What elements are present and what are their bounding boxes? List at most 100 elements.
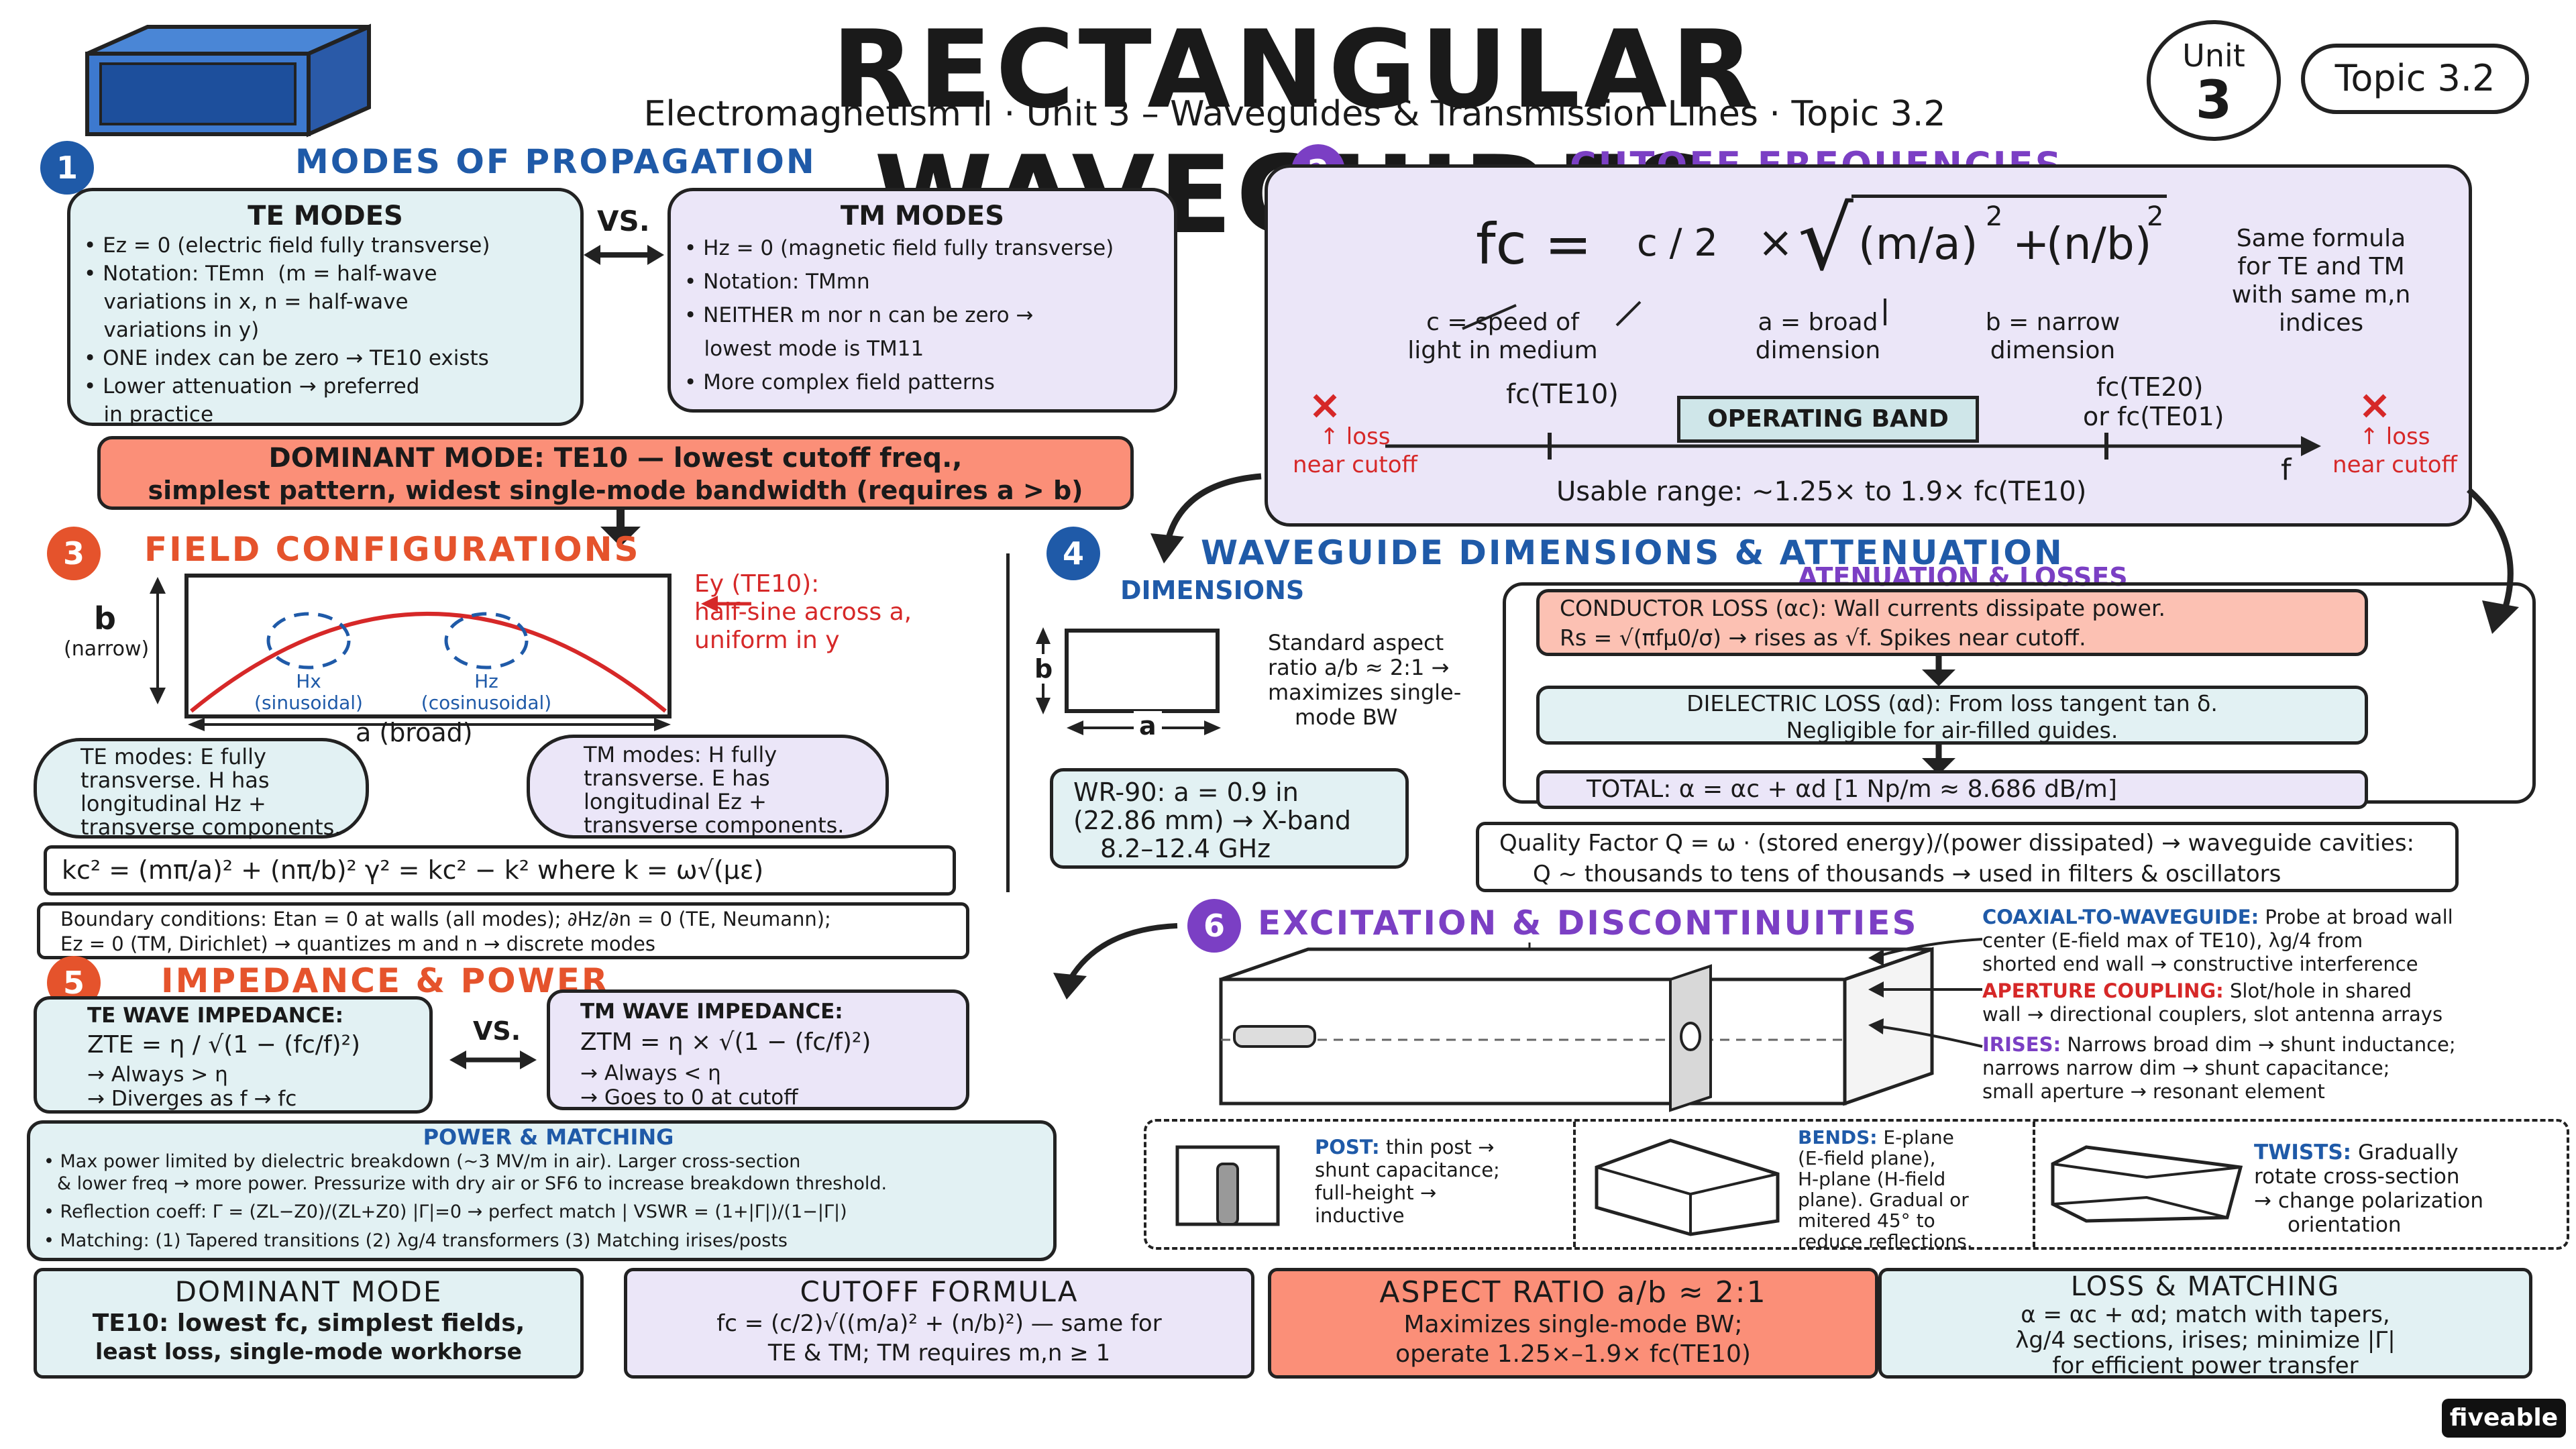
kc-equation-box: kc² = (mπ/a)² + (nπ/b)² γ² = kc² − k² wh… (44, 845, 956, 896)
dimensions-title: DIMENSIONS (1120, 576, 1305, 605)
pointer-arrows-icon (1865, 932, 1986, 1080)
pm-line-2: & lower freq → more power. Pressurize wi… (57, 1173, 888, 1194)
usable-range: Usable range: ~1.25× to 1.9× fc(TE10) (1556, 476, 2087, 507)
fc-te10-label: fc(TE10) (1506, 379, 1619, 410)
unit-label: Unit (2182, 38, 2245, 74)
summary-text-4c: for efficient power transfer (2052, 1352, 2359, 1379)
double-arrow-icon (584, 241, 664, 268)
tm-goes-zero: → Goes to 0 at cutoff (580, 1085, 798, 1110)
impedance-arrow-icon (449, 1046, 537, 1073)
divider-2 (2033, 1122, 2035, 1247)
summary-loss-matching: LOSS & MATCHING α = αc + αd; match with … (1878, 1268, 2532, 1379)
power-matching-box: POWER & MATCHING • Max power limited by … (27, 1120, 1057, 1261)
summary-text-4a: α = αc + αd; match with tapers, (2021, 1301, 2390, 1328)
formula-plus: + (2012, 218, 2050, 270)
aperture-note: APERTURE COUPLING: Slot/hole in shared w… (1982, 979, 2443, 1026)
section-4-title: WAVEGUIDE DIMENSIONS & ATTENUATION (1201, 533, 2064, 572)
tm-mode-item-1: • Notation: TMmn (684, 270, 870, 294)
section-1-number: 1 (40, 141, 94, 195)
summary-text-2a: fc = (c/2)√((m/a)² + (n/b)²) — same for (716, 1310, 1162, 1337)
irises-note: IRISES: Narrows broad dim → shunt induct… (1982, 1033, 2456, 1103)
curved-arrow-right-icon (2455, 483, 2542, 637)
dominant-line-2: simplest pattern, widest single-mode ban… (148, 476, 1083, 505)
dielectric-loss-box: DIELECTRIC LOSS (αd): From loss tangent … (1536, 686, 2368, 745)
section-5-title: IMPEDANCE & POWER (161, 961, 610, 1000)
te-impedance-box: TE WAVE IMPEDANCE: ZTE = η / √(1 − (fc/f… (34, 996, 433, 1114)
summary-title-1: DOMINANT MODE (174, 1275, 443, 1308)
post-note: POST: thin post → shunt capacitance;full… (1315, 1136, 1500, 1227)
te-modes-box: TE MODES • Ez = 0 (electric field fully … (67, 188, 584, 429)
summary-cutoff-formula: CUTOFF FORMULA fc = (c/2)√((m/a)² + (n/b… (624, 1268, 1254, 1379)
hx-label: Hx(sinusoidal) (254, 670, 363, 714)
te-diverges: → Diverges as f → fc (87, 1087, 297, 1111)
te-mode-item-2: variations in x, n = half-wave (84, 290, 409, 314)
te-modes-list: • Ez = 0 (electric field fully transvers… (84, 231, 567, 429)
f-axis-label: f (2281, 453, 2292, 487)
divider-1 (1573, 1122, 1576, 1247)
pm-line-1: • Max power limited by dielectric breakd… (44, 1151, 801, 1172)
te-mode-item-3: variations in y) (84, 318, 260, 342)
bend-note: BENDS: E-plane (E-field plane),H-plane (… (1798, 1126, 1973, 1252)
te-cloud-line-1: transverse. H has (80, 767, 270, 793)
summary-text-2b: TE & TM; TM requires m,n ≥ 1 (767, 1340, 1111, 1366)
te-always: → Always > η (87, 1063, 228, 1087)
tm-cloud-line-1: transverse. E has (584, 765, 770, 791)
waveguide-logo-icon (74, 20, 396, 148)
section-4-number: 4 (1046, 527, 1100, 580)
tm-always: → Always < η (580, 1061, 721, 1085)
dominant-line-1: DOMINANT MODE: TE10 — lowest cutoff freq… (268, 443, 963, 474)
down-arrow-icon (600, 510, 641, 547)
conductor-loss-box: CONDUCTOR LOSS (αc): Wall currents dissi… (1536, 589, 2368, 656)
section-3-title: FIELD CONFIGURATIONS (144, 530, 641, 569)
summary-title-2: CUTOFF FORMULA (800, 1275, 1079, 1308)
pm-line-3: • Reflection coeff: Γ = (ZL−Z0)/(ZL+Z0) … (44, 1201, 847, 1222)
attenuation-title: ATENUATION & LOSSES (1798, 562, 2128, 592)
ey-annotation: Ey (TE10):half-sine across a,uniform in … (694, 570, 912, 654)
tm-mode-item-3: lowest mode is TM11 (684, 337, 924, 361)
tm-modes-title: TM MODES (840, 201, 1005, 231)
fc-te20-label: fc(TE20)or fc(TE01) (2083, 372, 2224, 431)
vs-label: VS. (597, 205, 650, 237)
summary-title-4: LOSS & MATCHING (2070, 1271, 2341, 1302)
sqrt-icon: √ (1798, 188, 1854, 290)
bend-icon (1590, 1134, 1784, 1241)
formula-square-1: 2 (1986, 201, 2003, 232)
unit-badge: Unit 3 (2147, 20, 2281, 141)
quality-factor-box: Quality Factor Q = ω · (stored energy)/(… (1476, 822, 2459, 892)
formula-times: × (1758, 218, 1794, 268)
formula-m-over-a: (m/a) (1858, 218, 1978, 270)
b-sub: (narrow) (64, 637, 150, 661)
impedance-vs: VS. (473, 1016, 521, 1046)
arrow-down-2-icon (1922, 745, 1955, 775)
summary-text-3b: operate 1.25×–1.9× fc(TE10) (1395, 1340, 1751, 1368)
section-4-frame (1006, 553, 2536, 892)
dominant-mode-box: DOMINANT MODE: TE10 — lowest cutoff freq… (97, 436, 1134, 510)
summary-text-4b: λg/4 sections, irises; minimize |Γ| (2015, 1327, 2396, 1354)
section-6-title: EXCITATION & DISCONTINUITIES (1258, 904, 1919, 943)
te-cloud-line-2: longitudinal Hz + (80, 791, 266, 816)
formula-c-over-2: c / 2 (1637, 221, 1718, 265)
te-mode-item-5: • Lower attenuation → preferred (84, 374, 420, 398)
unit-number: 3 (2195, 70, 2233, 131)
section-6-number: 6 (1187, 899, 1241, 953)
formula-square-2: 2 (2147, 201, 2164, 232)
twist-icon (2046, 1137, 2247, 1238)
summary-title-3: ASPECT RATIO a/b ≈ 2:1 (1379, 1275, 1767, 1309)
tm-cloud-line-3: transverse components. (584, 812, 845, 838)
summary-text-3a: Maximizes single-mode BW; (1403, 1311, 1743, 1338)
page-subtitle: Electromagnetism II · Unit 3 – Waveguide… (643, 94, 1946, 134)
formula-fc: fc = (1476, 211, 1592, 277)
curved-arrow-left-icon (1140, 470, 1275, 564)
pm-line-4: • Matching: (1) Tapered transitions (2) … (44, 1230, 788, 1251)
section-1-title: MODES OF PROPAGATION (295, 142, 816, 181)
field-diagram: b (narrow) a (broad) Hx(sinusoidal) Hz(c… (40, 564, 979, 747)
a-dim-label: a (1134, 711, 1162, 741)
